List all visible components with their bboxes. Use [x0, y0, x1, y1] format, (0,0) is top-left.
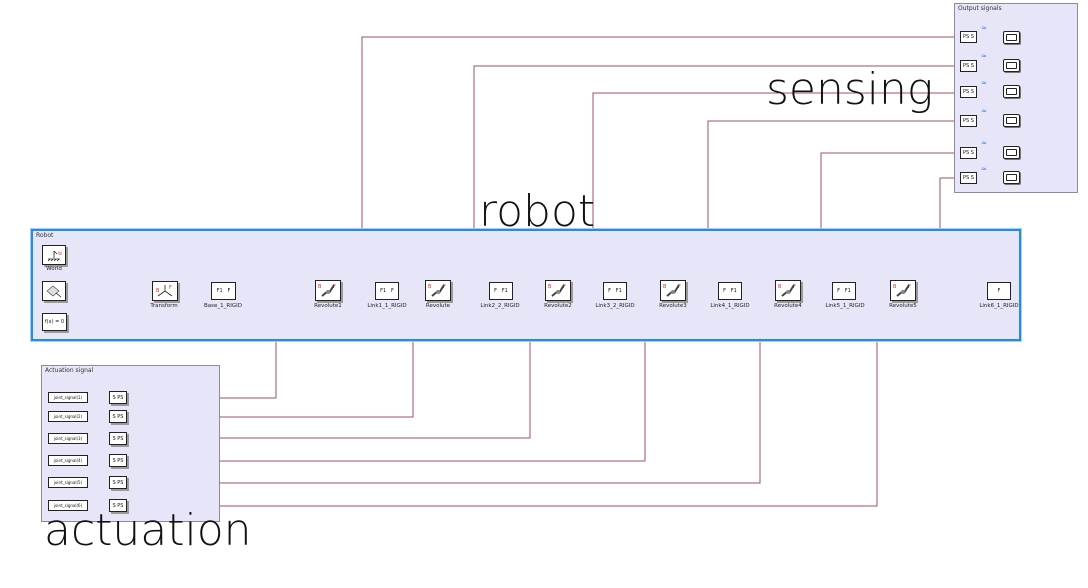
svg-text:B: B — [318, 284, 322, 290]
joint-signal-source-6[interactable]: joint_signal(6) — [48, 500, 88, 511]
ps-s-converter-3[interactable]: PS S — [960, 86, 977, 98]
output-signals-title: Output signals — [958, 5, 1002, 12]
svg-text:B: B — [893, 284, 897, 290]
revolute1-label: Revolute1 — [314, 303, 342, 309]
transform-label: Transform — [150, 303, 178, 309]
revolute3-label: Revolute3 — [659, 303, 687, 309]
ps-s-converter-5[interactable]: PS S — [960, 147, 977, 159]
world-label: World — [46, 266, 62, 272]
link3-rigid-block[interactable]: F F1 — [603, 282, 627, 300]
wireless-sensor-icon: ≈ — [981, 165, 987, 173]
wireless-sensor-icon: ≈ — [981, 107, 987, 115]
joint-signal-source-5[interactable]: joint_signal(5) — [48, 477, 88, 488]
scope-6[interactable] — [1003, 171, 1020, 184]
scope-4[interactable] — [1003, 114, 1020, 127]
wireless-sensor-icon: ≈ — [981, 139, 987, 147]
wireless-sensor-icon: ≈ — [981, 52, 987, 60]
svg-text:B: B — [156, 288, 160, 294]
joint-signal-source-3[interactable]: joint_signal(3) — [48, 433, 88, 444]
revolute5-label: Revolute5 — [889, 303, 917, 309]
svg-text:B: B — [548, 284, 552, 290]
base-rigid-block[interactable]: F1 F — [211, 282, 236, 300]
ps-s-converter-4[interactable]: PS S — [960, 115, 977, 127]
svg-text:F: F — [333, 284, 336, 290]
gravity-config-icon — [46, 285, 62, 298]
s-ps-converter-5[interactable]: S PS — [109, 476, 127, 489]
robot-annotation: robot — [479, 186, 596, 237]
svg-text:F: F — [678, 284, 681, 290]
scope-5[interactable] — [1003, 146, 1020, 159]
wireless-sensor-icon: ≈ — [981, 24, 987, 32]
link1-rigid-label: Link1_1_RIGID — [367, 303, 407, 309]
link6-rigid-label: Link6_1_RIGID — [979, 303, 1019, 309]
s-ps-converter-3[interactable]: S PS — [109, 432, 127, 445]
joint-signal-source-1[interactable]: joint_signal(1) — [48, 392, 88, 403]
base-rigid-label: Base_1_RIGID — [204, 303, 242, 309]
s-ps-converter-4[interactable]: S PS — [109, 454, 127, 467]
revolute2-label: Revolute2 — [544, 303, 572, 309]
s-ps-converter-1[interactable]: S PS — [109, 391, 127, 404]
link2-rigid-label: Link2_2_RIGID — [480, 303, 520, 309]
scope-1[interactable] — [1003, 31, 1020, 44]
scope-3[interactable] — [1003, 85, 1020, 98]
svg-text:B: B — [778, 284, 782, 290]
link5-rigid-block[interactable]: F F1 — [832, 282, 856, 300]
s-ps-converter-6[interactable]: S PS — [109, 499, 127, 512]
svg-text:F: F — [793, 284, 796, 290]
revolute4-label: Revolute4 — [774, 303, 802, 309]
robot-area: Robot — [31, 229, 1021, 341]
revolute-label: Revolute — [425, 303, 451, 309]
s-ps-converter-2[interactable]: S PS — [109, 410, 127, 423]
svg-text:B: B — [428, 284, 432, 290]
world-frame-block[interactable]: W — [42, 245, 66, 265]
link1-rigid-block[interactable]: F1 F — [375, 282, 399, 300]
solver-configuration-block[interactable]: f(x) = 0 — [42, 313, 67, 331]
svg-text:F: F — [443, 284, 446, 290]
mechanism-configuration-block[interactable] — [42, 281, 66, 301]
scope-2[interactable] — [1003, 59, 1020, 72]
link6-rigid-block[interactable]: F — [987, 282, 1011, 300]
joint-signal-source-4[interactable]: joint_signal(4) — [48, 455, 88, 466]
svg-text:F: F — [563, 284, 566, 290]
link4-rigid-block[interactable]: F F1 — [718, 282, 742, 300]
svg-text:F: F — [169, 285, 172, 291]
link3-rigid-label: Link3_2_RIGID — [595, 303, 635, 309]
joint-signal-source-2[interactable]: joint_signal(2) — [48, 411, 88, 422]
wireless-sensor-icon: ≈ — [981, 79, 987, 87]
robot-area-title: Robot — [36, 232, 54, 239]
ps-s-converter-6[interactable]: PS S — [960, 172, 977, 184]
ps-s-converter-1[interactable]: PS S — [960, 31, 977, 43]
svg-text:W: W — [58, 251, 62, 256]
actuation-signal-title: Actuation signal — [45, 367, 94, 374]
link5-rigid-label: Link5_1_RIGID — [825, 303, 865, 309]
link2-rigid-block[interactable]: F F1 — [489, 282, 513, 300]
link4-rigid-label: Link4_1_RIGID — [710, 303, 750, 309]
sensing-annotation: sensing — [766, 64, 934, 115]
actuation-annotation: actuation — [44, 505, 252, 556]
svg-text:B: B — [663, 284, 667, 290]
svg-text:F: F — [908, 284, 911, 290]
world-frame-icon: W — [47, 250, 62, 262]
ps-s-converter-2[interactable]: PS S — [960, 60, 977, 72]
